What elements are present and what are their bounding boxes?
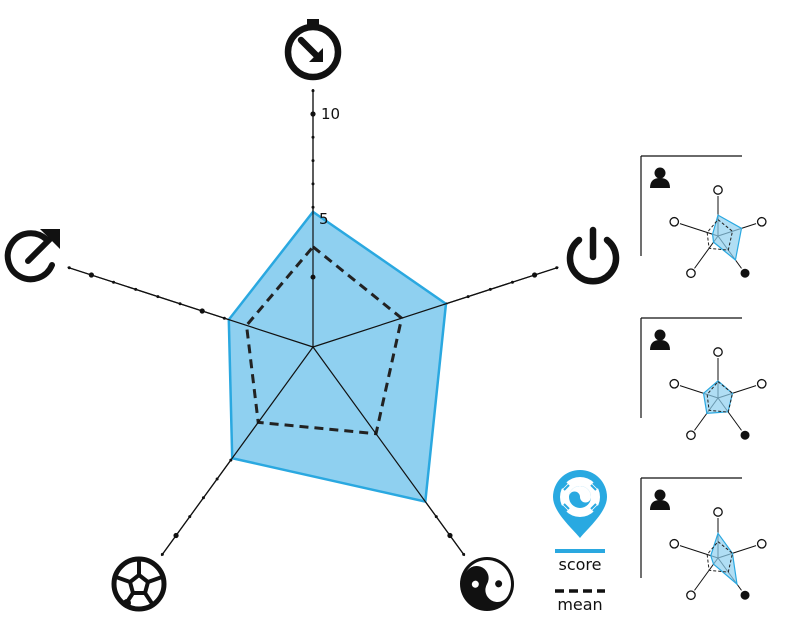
profile-body xyxy=(650,178,670,188)
axis-overlay-soccer-ball xyxy=(160,346,314,557)
power-icon xyxy=(566,226,620,285)
thinker-icon xyxy=(650,489,670,510)
series-mean-line xyxy=(706,380,734,413)
yin-yang-icon xyxy=(740,430,750,440)
small-radar-business-person xyxy=(640,317,767,441)
yin-yang-icon xyxy=(740,590,750,600)
soccer-ball-icon xyxy=(686,590,696,601)
soccer-ball-icon xyxy=(686,268,696,279)
location-pin-icon xyxy=(553,470,607,538)
axis-dot-inner xyxy=(310,274,316,280)
launch-icon xyxy=(669,216,680,227)
yin-yang-icon xyxy=(740,268,750,278)
profile-head xyxy=(654,489,666,501)
launch-icon xyxy=(669,538,680,549)
small-radar-graduate xyxy=(640,155,767,279)
yin-yang-icon xyxy=(460,557,514,611)
profile-head xyxy=(654,167,666,179)
tick-label-5: 5 xyxy=(319,210,329,228)
stopwatch-icon xyxy=(713,185,723,195)
axis-overlay-launch xyxy=(67,266,314,348)
power-icon xyxy=(756,378,767,389)
axis-launch xyxy=(679,223,719,237)
small-radar-thinker xyxy=(640,477,767,601)
stopwatch-icon xyxy=(284,19,342,81)
business-person-icon xyxy=(650,329,670,350)
series-score-area xyxy=(710,531,738,586)
series-mean-line xyxy=(244,244,404,436)
profile-body xyxy=(650,340,670,350)
soccer-ball-icon xyxy=(686,430,696,441)
legend-mean-label: mean xyxy=(557,595,602,614)
tick-label-10: 10 xyxy=(321,105,340,123)
legend: score mean xyxy=(553,470,607,614)
stopwatch-icon xyxy=(713,347,723,357)
series-mean-line xyxy=(706,540,734,573)
axis-overlay-yin-yang xyxy=(312,346,466,557)
series-mean-line xyxy=(706,218,734,251)
series-score-area xyxy=(711,214,743,262)
profile-body xyxy=(650,500,670,510)
legend-score-label: score xyxy=(559,555,602,574)
stopwatch-icon xyxy=(713,507,723,517)
main-radar-chart xyxy=(67,89,559,557)
series-score-area xyxy=(227,210,448,504)
profile-head xyxy=(654,329,666,341)
axis-overlay-power xyxy=(312,266,559,348)
soccer-ball-icon xyxy=(111,556,167,612)
launch-icon xyxy=(669,378,680,389)
graduate-icon xyxy=(650,167,670,188)
power-icon xyxy=(756,538,767,549)
launch-icon xyxy=(4,229,60,283)
power-icon xyxy=(756,216,767,227)
